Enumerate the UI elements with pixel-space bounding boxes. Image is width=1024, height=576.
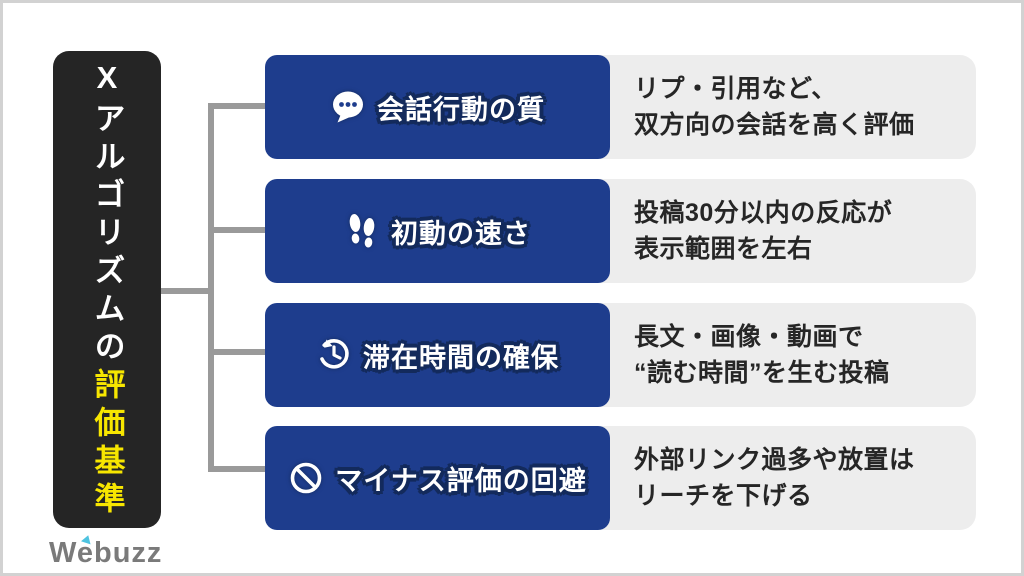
label-box-dwell-time: 滞在時間の確保: [265, 303, 610, 407]
connector-stem: [161, 288, 211, 294]
history-clock-icon: [316, 337, 352, 373]
criteria-row-conversation: 会話行動の質 リプ・引用など、 双方向の会話を高く評価: [265, 55, 976, 159]
desc-box-avoid-negative: 外部リンク過多や放置は リーチを下げる: [598, 426, 976, 530]
label-dwell-time: 滞在時間の確保: [363, 342, 559, 373]
webuzz-logo: Webuzz: [49, 533, 163, 570]
footprints-icon: [344, 213, 380, 249]
desc-line: 投稿30分以内の反応が: [634, 198, 893, 227]
label-speed: 初動の速さ: [391, 218, 531, 249]
criteria-row-dwell-time: 滞在時間の確保 長文・画像・動画で “読む時間”を生む投稿: [265, 303, 976, 407]
criteria-row-avoid-negative: マイナス評価の回避 外部リンク過多や放置は リーチを下げる: [265, 426, 976, 530]
desc-line: “読む時間”を生む投稿: [634, 359, 890, 387]
title-panel: Xアルゴリズムの評価基準: [53, 51, 161, 528]
connector-trunk: [208, 103, 214, 472]
desc-line: 表示範囲を左右: [634, 235, 813, 263]
desc-box-conversation: リプ・引用など、 双方向の会話を高く評価: [598, 55, 976, 159]
title-yellow-part: 評価基準: [89, 367, 125, 520]
desc-box-speed: 投稿30分以内の反応が 表示範囲を左右: [598, 179, 976, 283]
label-avoid-negative: マイナス評価の回避: [335, 465, 587, 496]
desc-line: 長文・画像・動画で: [634, 322, 864, 351]
label-box-speed: 初動の速さ: [265, 179, 610, 283]
connector-branch-3: [208, 349, 265, 355]
desc-line: 双方向の会話を高く評価: [634, 111, 915, 139]
criteria-row-speed: 初動の速さ 投稿30分以内の反応が 表示範囲を左右: [265, 179, 976, 283]
label-conversation: 会話行動の質: [377, 94, 545, 125]
desc-line: 外部リンク過多や放置は: [634, 445, 915, 474]
label-box-avoid-negative: マイナス評価の回避: [265, 426, 610, 530]
connector-branch-4: [208, 466, 265, 472]
connector-branch-2: [208, 227, 265, 233]
connector-branch-1: [208, 103, 265, 109]
speech-bubble-icon: [330, 89, 366, 125]
title-white-part: Xアルゴリズムの: [89, 59, 125, 368]
logo-text: Webuzz: [49, 537, 163, 569]
prohibition-icon: [288, 460, 324, 496]
desc-box-dwell-time: 長文・画像・動画で “読む時間”を生む投稿: [598, 303, 976, 407]
page-title: Xアルゴリズムの評価基準: [89, 59, 125, 520]
label-box-conversation: 会話行動の質: [265, 55, 610, 159]
desc-line: リーチを下げる: [634, 482, 813, 510]
desc-line: リプ・引用など、: [634, 74, 837, 103]
